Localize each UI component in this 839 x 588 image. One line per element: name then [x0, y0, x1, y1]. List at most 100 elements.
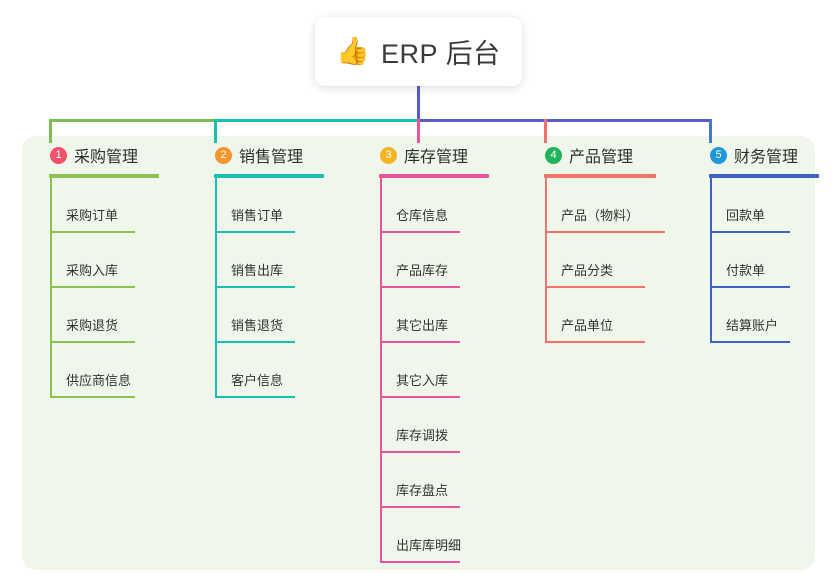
menu-item-underline: [215, 286, 295, 288]
menu-item[interactable]: 产品（物料）: [531, 178, 681, 233]
column-2: 2 销售管理销售订单销售出库销售退货客户信息: [201, 143, 351, 398]
menu-item-underline: [380, 341, 460, 343]
menu-item[interactable]: 产品库存: [366, 233, 516, 288]
menu-item[interactable]: 销售出库: [201, 233, 351, 288]
menu-item[interactable]: 采购退货: [36, 288, 186, 343]
menu-item-underline: [50, 231, 135, 233]
menu-item[interactable]: 出库库明细: [366, 508, 516, 563]
menu-item-label: 其它出库: [396, 318, 449, 333]
thumbs-up-icon: 👍: [336, 36, 371, 66]
menu-item-underline: [380, 561, 460, 563]
menu-item-label: 供应商信息: [66, 373, 132, 388]
column-rule-4: [544, 174, 656, 178]
connector-drop-4: [544, 119, 547, 143]
menu-item[interactable]: 客户信息: [201, 343, 351, 398]
column-trunk-4: [545, 178, 547, 343]
menu-item-label: 产品分类: [561, 263, 614, 278]
column-title-3: 库存管理: [404, 149, 469, 166]
connector-bar-segment-1: [49, 119, 215, 122]
menu-item-label: 产品（物料）: [561, 208, 640, 223]
menu-item-underline: [380, 286, 460, 288]
menu-item-underline: [50, 396, 135, 398]
menu-item-label: 出库库明细: [396, 538, 462, 553]
menu-item[interactable]: 其它入库: [366, 343, 516, 398]
diagram-background-panel: [22, 136, 815, 570]
column-title-5: 财务管理: [734, 149, 799, 166]
menu-item-label: 回款单: [726, 208, 766, 223]
menu-item-label: 产品库存: [396, 263, 449, 278]
connector-bar-segment-3: [418, 119, 712, 122]
menu-item[interactable]: 库存盘点: [366, 453, 516, 508]
column-trunk-3: [380, 178, 382, 563]
column-body-1: 采购订单采购入库采购退货供应商信息: [36, 178, 186, 398]
menu-item-underline: [50, 341, 135, 343]
column-body-2: 销售订单销售出库销售退货客户信息: [201, 178, 351, 398]
column-badge-1: 1: [50, 146, 67, 164]
menu-item[interactable]: 销售订单: [201, 178, 351, 233]
menu-item[interactable]: 产品分类: [531, 233, 681, 288]
connector-bar-segment-2: [215, 119, 418, 122]
column-header-5[interactable]: 5 财务管理: [696, 143, 836, 167]
column-body-3: 仓库信息产品库存其它出库其它入库库存调拨库存盘点出库库明细: [366, 178, 516, 563]
menu-item-label: 库存调拨: [396, 428, 449, 443]
connector-drop-5: [709, 119, 712, 143]
column-body-4: 产品（物料） 产品分类产品单位: [531, 178, 681, 343]
column-badge-5: 5: [710, 146, 727, 164]
menu-item-underline: [545, 341, 645, 343]
menu-item-underline: [710, 341, 790, 343]
menu-item[interactable]: 付款单: [696, 233, 836, 288]
menu-item-underline: [545, 231, 665, 233]
menu-item-label: 销售退货: [231, 318, 284, 333]
menu-item[interactable]: 其它出库: [366, 288, 516, 343]
menu-item-underline: [380, 231, 460, 233]
menu-item-label: 库存盘点: [396, 483, 449, 498]
menu-item[interactable]: 结算账户: [696, 288, 836, 343]
menu-item[interactable]: 采购入库: [36, 233, 186, 288]
menu-item[interactable]: 库存调拨: [366, 398, 516, 453]
column-title-4: 产品管理: [569, 149, 634, 166]
column-trunk-5: [710, 178, 712, 343]
menu-item-label: 采购订单: [66, 208, 119, 223]
menu-item-label: 客户信息: [231, 373, 284, 388]
menu-item-underline: [215, 396, 295, 398]
menu-item[interactable]: 销售退货: [201, 288, 351, 343]
connector-drop-1: [49, 119, 52, 143]
menu-item-underline: [380, 506, 460, 508]
column-trunk-1: [50, 178, 52, 398]
menu-item[interactable]: 产品单位: [531, 288, 681, 343]
root-node-card[interactable]: 👍 ERP 后台: [315, 17, 522, 86]
column-rule-3: [379, 174, 489, 178]
menu-item[interactable]: 回款单: [696, 178, 836, 233]
column-rule-2: [214, 174, 324, 178]
menu-item-label: 销售订单: [231, 208, 284, 223]
menu-item-label: 采购退货: [66, 318, 119, 333]
menu-item[interactable]: 供应商信息: [36, 343, 186, 398]
menu-item-label: 销售出库: [231, 263, 284, 278]
column-badge-2: 2: [215, 146, 232, 164]
menu-item-underline: [50, 286, 135, 288]
column-rule-5: [709, 174, 819, 178]
menu-item-label: 产品单位: [561, 318, 614, 333]
column-body-5: 回款单付款单结算账户: [696, 178, 836, 343]
menu-item-label: 付款单: [726, 263, 766, 278]
connector-drop-3: [417, 119, 420, 143]
menu-item[interactable]: 采购订单: [36, 178, 186, 233]
connector-stem: [417, 86, 420, 122]
menu-item-label: 结算账户: [726, 318, 779, 333]
column-header-2[interactable]: 2 销售管理: [201, 143, 351, 167]
menu-item-underline: [215, 341, 295, 343]
column-title-2: 销售管理: [239, 149, 304, 166]
column-trunk-2: [215, 178, 217, 398]
menu-item[interactable]: 仓库信息: [366, 178, 516, 233]
connector-drop-2: [214, 119, 217, 143]
menu-item-underline: [215, 231, 295, 233]
menu-item-underline: [380, 451, 460, 453]
menu-item-underline: [545, 286, 645, 288]
menu-item-label: 采购入库: [66, 263, 119, 278]
